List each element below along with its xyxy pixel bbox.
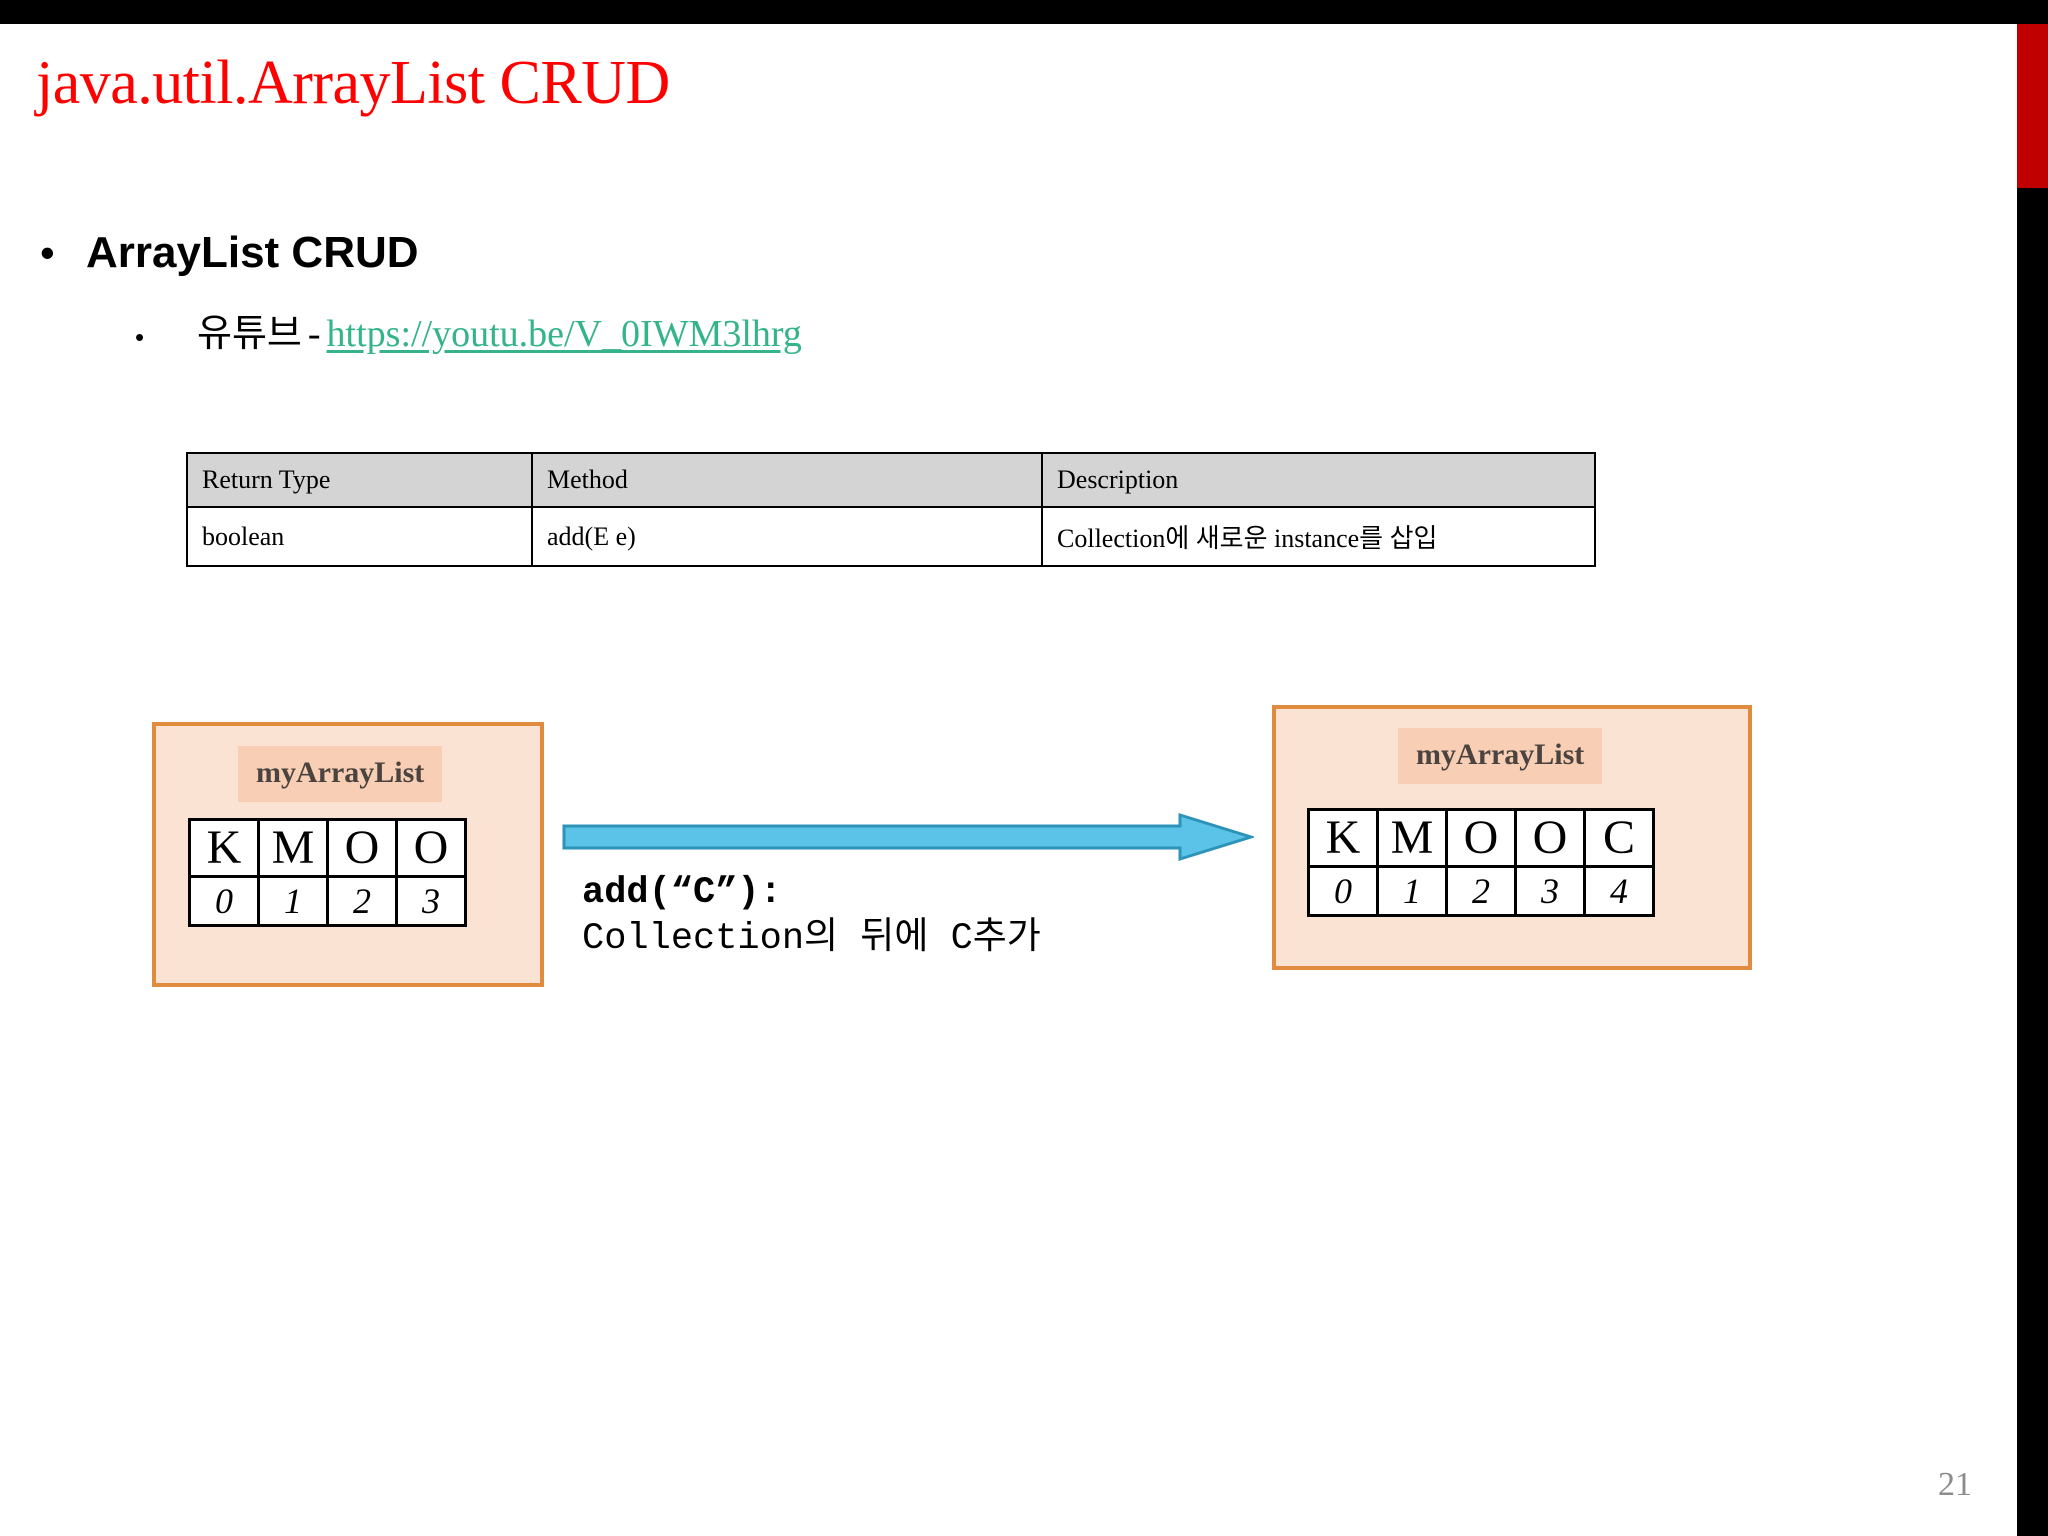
right-red-accent-bar xyxy=(2017,24,2048,188)
table-header-return-type: Return Type xyxy=(186,452,533,508)
table-header-row: Return Type Method Description xyxy=(186,452,1596,508)
cell-return-type: boolean xyxy=(186,506,533,567)
table-header-description: Description xyxy=(1041,452,1596,508)
array-indices-row-after: 0 1 2 3 4 xyxy=(1307,865,1655,917)
array-cell-index: 2 xyxy=(326,875,398,927)
arraylist-cells-before: K M O O 0 1 2 3 xyxy=(188,818,467,927)
array-cell-index: 3 xyxy=(395,875,467,927)
page-title: java.util.ArrayList CRUD xyxy=(36,49,670,117)
arraylist-cells-after: K M O O C 0 1 2 3 4 xyxy=(1307,808,1655,917)
array-cell-index: 1 xyxy=(257,875,329,927)
operation-caption: add(“C”): Collection의 뒤에 C추가 xyxy=(582,870,1041,963)
caption-line-1: add(“C”): xyxy=(582,872,782,914)
sub-bullet-dot-icon: • xyxy=(135,322,145,352)
bullet-level2: • 유튜브 - https://youtu.be/V_0IWM3lhrg xyxy=(135,302,802,357)
array-cell-index: 0 xyxy=(188,875,260,927)
page-number: 21 xyxy=(1938,1466,1972,1503)
array-values-row-before: K M O O xyxy=(188,818,467,878)
array-cell-value: O xyxy=(326,818,398,878)
table-row: boolean add(E e) Collection에 새로운 instanc… xyxy=(186,506,1596,567)
array-cell-value: M xyxy=(1376,808,1448,868)
youtube-link[interactable]: https://youtu.be/V_0IWM3lhrg xyxy=(326,313,802,355)
arraylist-label-before: myArrayList xyxy=(238,746,443,802)
bullet-level1-label: ArrayList CRUD xyxy=(86,228,419,277)
array-cell-index: 3 xyxy=(1514,865,1586,917)
bullet-level2-label: 유튜브 xyxy=(197,313,302,355)
array-cell-value: O xyxy=(395,818,467,878)
bullet-level2-separator: - xyxy=(307,313,321,355)
top-black-border xyxy=(0,0,2048,24)
array-cell-value: K xyxy=(188,818,260,878)
array-values-row-after: K M O O C xyxy=(1307,808,1655,868)
array-cell-value: M xyxy=(257,818,329,878)
cell-description: Collection에 새로운 instance를 삽입 xyxy=(1041,506,1596,567)
array-cell-value: O xyxy=(1445,808,1517,868)
method-reference-table: Return Type Method Description boolean a… xyxy=(186,452,1596,567)
table-header-method: Method xyxy=(531,452,1043,508)
array-indices-row-before: 0 1 2 3 xyxy=(188,875,467,927)
array-cell-index: 2 xyxy=(1445,865,1517,917)
array-cell-value: C xyxy=(1583,808,1655,868)
array-cell-value: K xyxy=(1307,808,1379,868)
bullet-dot-icon: • xyxy=(40,229,55,276)
array-cell-index: 4 xyxy=(1583,865,1655,917)
array-cell-value: O xyxy=(1514,808,1586,868)
right-black-border xyxy=(2017,188,2048,1536)
transition-arrow-icon xyxy=(562,812,1257,862)
arraylist-label-after: myArrayList xyxy=(1398,728,1603,784)
bullet-level1: • ArrayList CRUD xyxy=(40,228,419,278)
caption-line-2: Collection의 뒤에 C추가 xyxy=(582,918,1041,961)
cell-method: add(E e) xyxy=(531,506,1043,567)
array-cell-index: 0 xyxy=(1307,865,1379,917)
array-cell-index: 1 xyxy=(1376,865,1448,917)
